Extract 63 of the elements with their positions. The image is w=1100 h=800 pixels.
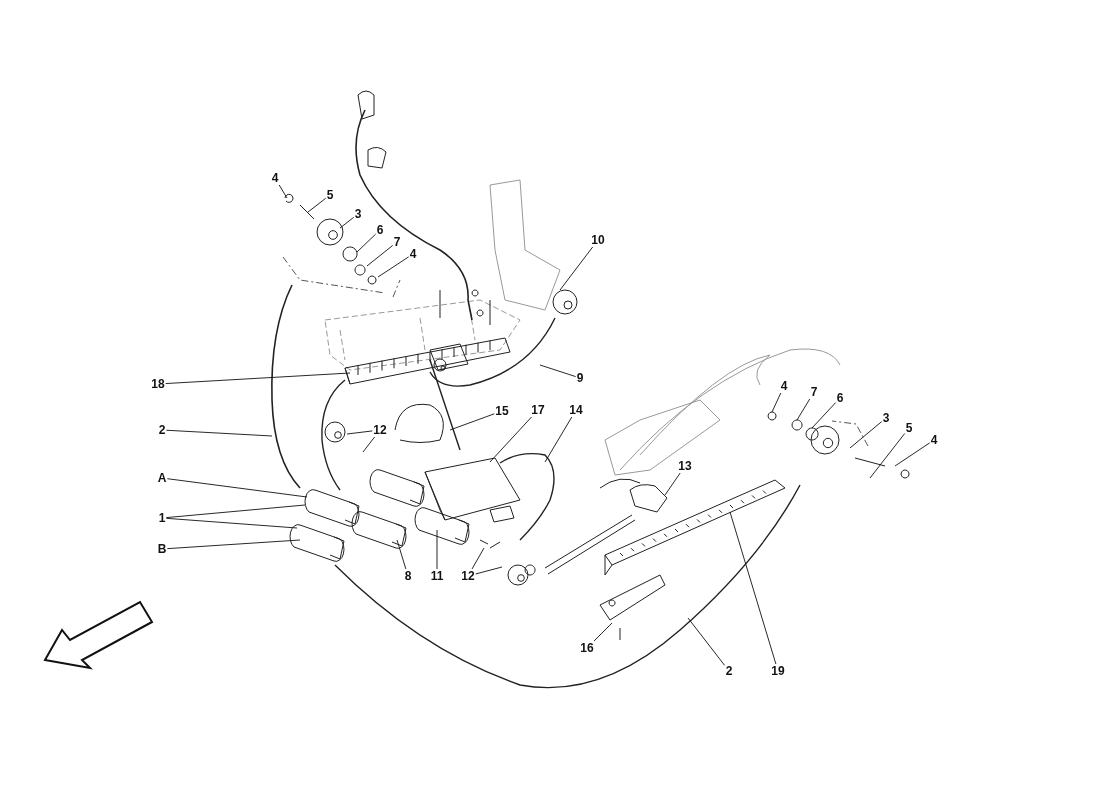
leader-line	[166, 539, 301, 550]
leader-line	[165, 517, 298, 529]
leader-line	[475, 566, 503, 575]
leader-line	[471, 547, 485, 570]
leader-line	[796, 398, 811, 421]
callout-number: 5	[904, 421, 914, 435]
leader-line	[362, 436, 376, 453]
callout-number: 6	[375, 223, 385, 237]
leader-line	[544, 416, 573, 463]
callout-number: 4	[929, 433, 939, 447]
callout-number: 19	[770, 664, 786, 678]
leader-line	[811, 402, 837, 429]
leader-line	[346, 430, 373, 435]
callout-number: 2	[724, 664, 734, 678]
leader-line	[166, 478, 308, 498]
leader-line	[729, 511, 777, 665]
callout-number: 4	[408, 247, 418, 261]
leader-line	[396, 539, 407, 570]
leader-line	[165, 372, 351, 384]
callout-number: 9	[575, 371, 585, 385]
callout-number: 6	[835, 391, 845, 405]
leader-line	[559, 246, 594, 291]
callout-number: 18	[150, 377, 166, 391]
callout-number: 3	[881, 411, 891, 425]
leader-line	[307, 197, 327, 213]
callout-number: 13	[677, 459, 693, 473]
callout-number: 8	[403, 569, 413, 583]
leader-line	[278, 184, 288, 199]
leader-line	[165, 429, 273, 437]
leader-line	[489, 416, 532, 463]
leader-line	[894, 442, 931, 467]
callout-number: B	[156, 542, 168, 556]
leader-line	[165, 504, 306, 519]
leader-line	[869, 433, 906, 479]
callout-number: 3	[353, 207, 363, 221]
callout-number: 10	[590, 233, 606, 247]
leader-line	[449, 413, 495, 431]
leader-line	[539, 364, 577, 378]
leader-line	[849, 421, 883, 449]
leader-line	[356, 233, 377, 253]
callout-number: 7	[392, 235, 402, 249]
callout-number: 11	[429, 569, 445, 583]
leader-line	[377, 256, 410, 278]
callout-number: 16	[579, 641, 595, 655]
callout-number: 17	[530, 403, 546, 417]
leader-line	[436, 529, 438, 570]
callout-number: 5	[325, 188, 335, 202]
callout-number: 4	[779, 379, 789, 393]
leader-line	[366, 245, 394, 267]
callout-number: 15	[494, 404, 510, 418]
callout-number: 12	[460, 569, 476, 583]
leader-line	[339, 216, 355, 229]
callout-number: 14	[568, 403, 584, 417]
callout-number: 2	[157, 423, 167, 437]
leader-line	[771, 392, 782, 413]
callout-number: 1	[157, 511, 167, 525]
leader-line	[687, 617, 726, 666]
callout-number: A	[156, 471, 168, 485]
leader-line	[664, 472, 681, 496]
leader-line	[593, 622, 613, 642]
callout-number: 12	[372, 423, 388, 437]
callout-number: 7	[809, 385, 819, 399]
callout-number: 4	[270, 171, 280, 185]
